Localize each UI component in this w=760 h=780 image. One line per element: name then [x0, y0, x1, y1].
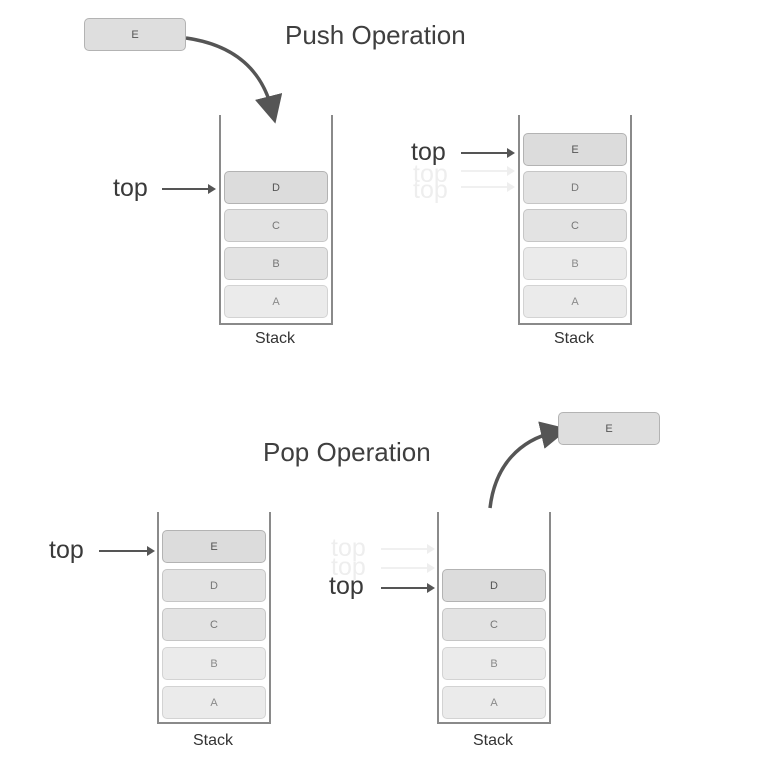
- stack-block: B: [523, 247, 627, 280]
- pop-title: Pop Operation: [263, 437, 431, 467]
- push-before-top-arrow: [162, 184, 216, 194]
- stack-block: D: [523, 171, 627, 204]
- push-after-ghost-arrow: [461, 166, 515, 176]
- pop-before-top-label: top: [49, 536, 84, 564]
- stack-block: A: [162, 686, 266, 719]
- pop-after-ghost-arrow: [381, 563, 435, 573]
- stack-block: C: [442, 608, 546, 641]
- push-before-stack: D C B A: [219, 115, 333, 325]
- pop-before-stack: E D C B A: [157, 512, 271, 724]
- stack-block: B: [442, 647, 546, 680]
- pop-before-top-arrow: [99, 546, 155, 556]
- push-after-top-label: top: [411, 138, 446, 166]
- stack-block: C: [224, 209, 328, 242]
- stack-block: A: [442, 686, 546, 719]
- stack-block: D: [442, 569, 546, 602]
- stack-block: D: [162, 569, 266, 602]
- stack-block: E: [162, 530, 266, 563]
- stack-block: B: [162, 647, 266, 680]
- stack-block: C: [523, 209, 627, 242]
- stack-block: A: [224, 285, 328, 318]
- push-after-ghost-top-label: top: [413, 160, 448, 188]
- pop-outgoing-block: E: [558, 412, 660, 445]
- push-after-ghost-top-label: top: [413, 176, 448, 204]
- stack-block: B: [224, 247, 328, 280]
- pop-after-stack: D C B A: [437, 512, 551, 724]
- push-incoming-block: E: [84, 18, 186, 51]
- pop-after-top-label: top: [329, 572, 364, 600]
- push-after-stack: E D C B A: [518, 115, 632, 325]
- push-after-stack-label: Stack: [553, 330, 594, 347]
- push-before-stack-label: Stack: [254, 330, 295, 347]
- pop-arrow: [488, 421, 569, 509]
- stack-block: A: [523, 285, 627, 318]
- pop-before-stack-label: Stack: [192, 732, 233, 749]
- pop-after-top-arrow: [381, 583, 435, 593]
- push-arrow: [185, 36, 283, 124]
- push-before-top-label: top: [113, 174, 148, 202]
- push-title: Push Operation: [285, 20, 466, 50]
- stack-block: C: [162, 608, 266, 641]
- push-after-top-arrow: [461, 148, 515, 158]
- pop-after-stack-label: Stack: [472, 732, 513, 749]
- stack-block: E: [523, 133, 627, 166]
- pop-after-ghost-top-label: top: [331, 553, 366, 581]
- pop-after-ghost-arrow: [381, 544, 435, 554]
- push-after-ghost-arrow: [461, 182, 515, 192]
- stack-block: D: [224, 171, 328, 204]
- pop-after-ghost-top-label: top: [331, 534, 366, 562]
